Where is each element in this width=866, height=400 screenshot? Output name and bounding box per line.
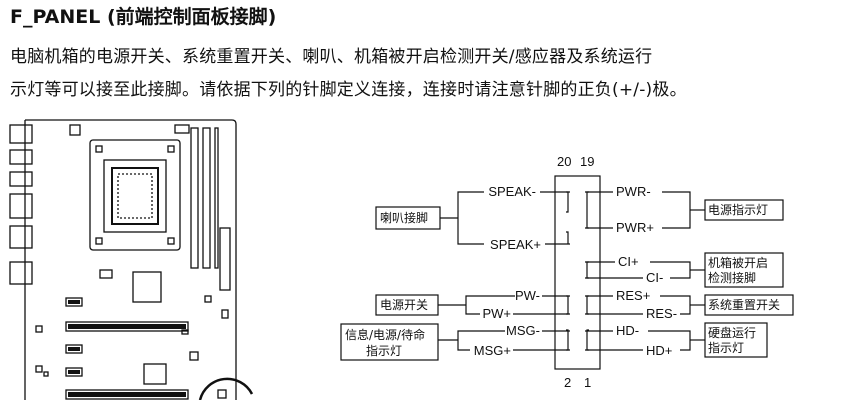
- pin-header: [554, 175, 601, 370]
- label-chassis-2: 检测接脚: [708, 270, 756, 285]
- label-message-led-2: 指示灯: [366, 343, 402, 358]
- description-line-1: 电脑机箱的电源开关、系统重置开关、喇叭、机箱被开启检测开关/感应器及系统运行: [10, 47, 653, 67]
- label-speaker: 喇叭接脚: [380, 210, 428, 225]
- signal-speak-minus: SPEAK-: [488, 184, 536, 199]
- label-message-led-1: 信息/电源/待命: [345, 327, 425, 342]
- highlight-circle: [198, 377, 254, 400]
- label-box-message-led: [340, 323, 439, 361]
- signal-ci-minus: CI-: [646, 270, 663, 285]
- label-box-hdd-led: [704, 322, 768, 358]
- ram-slot: [190, 127, 199, 269]
- label-box-speaker: [375, 206, 441, 230]
- pcie-slot: [65, 321, 189, 332]
- signal-hd-plus: HD+: [646, 343, 672, 358]
- signal-res-plus: RES+: [616, 288, 650, 303]
- pcie-slot: [65, 297, 83, 307]
- signal-pwr-minus: PWR-: [616, 184, 651, 199]
- pin-number-20: 20: [557, 154, 571, 169]
- label-chassis-1: 机箱被开启: [708, 255, 768, 270]
- pin-number-2: 2: [564, 375, 571, 390]
- signal-hd-minus: HD-: [616, 323, 639, 338]
- signal-msg-minus: MSG-: [506, 323, 540, 338]
- pcie-slot: [65, 344, 83, 354]
- pin-number-1: 1: [584, 375, 591, 390]
- pcie-slot: [65, 389, 189, 400]
- signal-pw-minus: PW-: [515, 288, 540, 303]
- label-box-power-led: [704, 199, 784, 221]
- io-port: [9, 171, 33, 187]
- signal-speak-plus: SPEAK+: [490, 237, 541, 252]
- section-title: F_PANEL (前端控制面板接脚): [10, 6, 277, 28]
- io-port: [9, 225, 33, 249]
- signal-pwr-plus: PWR+: [616, 220, 654, 235]
- signal-msg-plus: MSG+: [474, 343, 511, 358]
- label-box-chassis: [704, 252, 784, 288]
- io-port: [9, 261, 33, 285]
- pcie-slot: [65, 367, 83, 377]
- ram-slot: [202, 127, 211, 269]
- signal-ci-plus: CI+: [618, 254, 639, 269]
- io-port: [9, 124, 33, 144]
- signal-pw-plus: PW+: [482, 306, 511, 321]
- label-box-reset: [704, 294, 794, 316]
- io-port: [9, 149, 33, 165]
- label-power-led: 电源指示灯: [708, 202, 768, 217]
- pin-number-19: 19: [580, 154, 594, 169]
- description-line-2: 示灯等可以接至此接脚。请依据下列的针脚定义连接，连接时请注意针脚的正负(+/-)…: [10, 80, 687, 100]
- cpu-socket: [103, 159, 167, 233]
- cpu-socket-frame: [89, 139, 181, 251]
- label-box-power-switch: [375, 294, 439, 316]
- io-port: [9, 193, 33, 219]
- label-power-switch: 电源开关: [380, 298, 428, 312]
- ram-slot: [214, 127, 219, 269]
- board-outline: [25, 119, 237, 400]
- signal-res-minus: RES-: [646, 306, 677, 321]
- label-hdd-led-2: 指示灯: [708, 340, 744, 355]
- atx-power-connector: [219, 227, 231, 291]
- label-reset-switch: 系统重置开关: [708, 298, 780, 312]
- chipset: [132, 271, 162, 303]
- label-hdd-led-1: 硬盘运行: [708, 325, 756, 340]
